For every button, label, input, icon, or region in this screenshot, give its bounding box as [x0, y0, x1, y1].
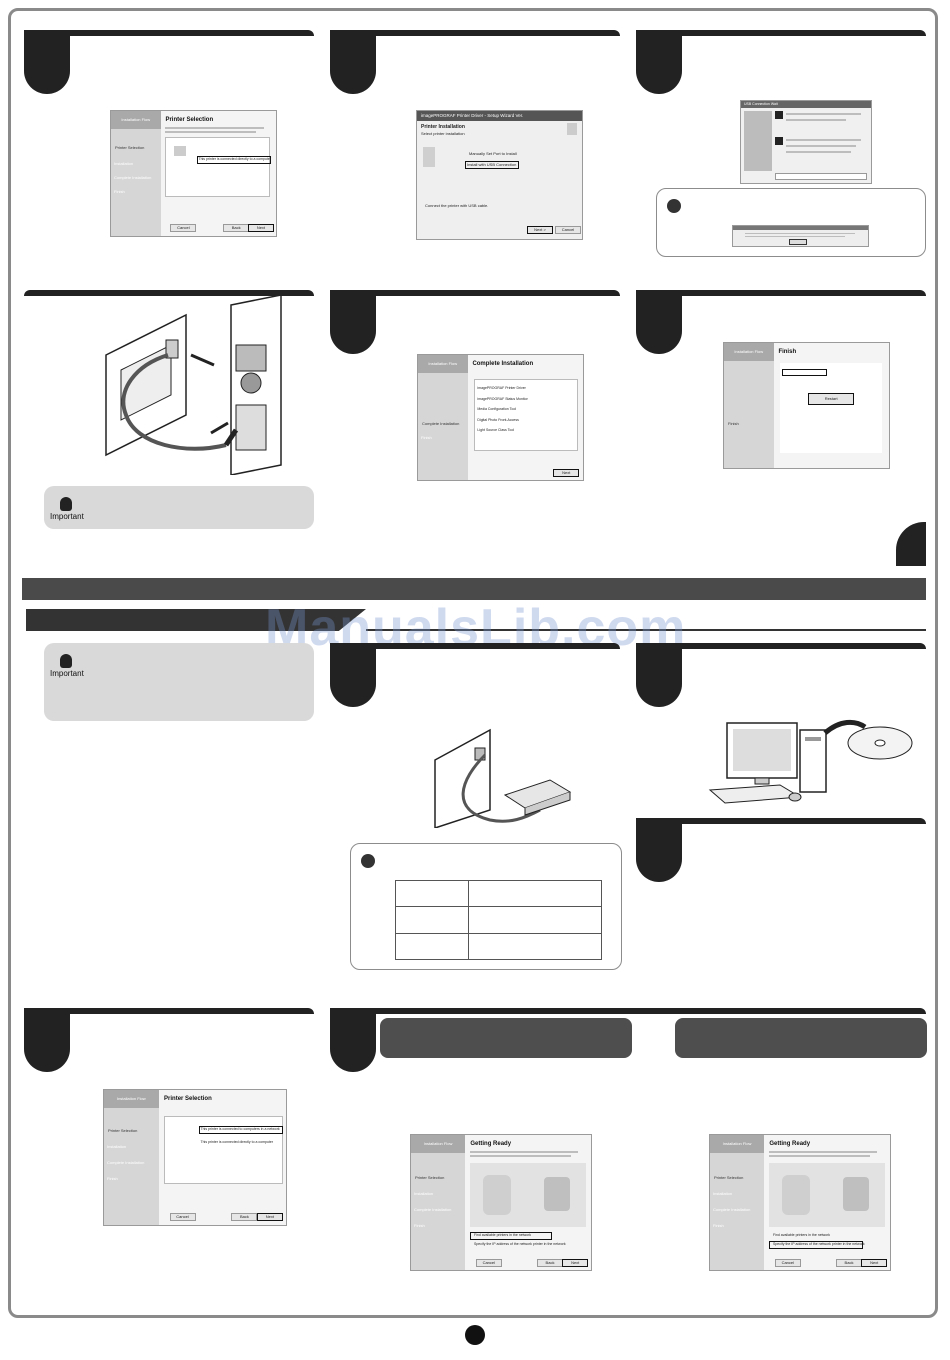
screenshot-getting-ready-specify: Installation Flow Getting Ready Printer …: [709, 1134, 891, 1271]
usb-cable-illustration: [105, 295, 282, 475]
step-tab-1: [24, 30, 314, 100]
page-number-dot: [465, 1325, 485, 1345]
computer-cd-illustration: [708, 719, 913, 804]
screenshot-setup-wizard: imagePROGRAF Printer Driver - Setup Wiza…: [416, 110, 583, 240]
lan-cable-illustration: [434, 728, 572, 828]
option-header-b: [675, 1018, 927, 1058]
screenshot-complete-installation: Installation Flow Complete Installation …: [417, 354, 584, 481]
step-bar-4: [24, 290, 314, 360]
note-pencil-icon: [667, 199, 681, 213]
screenshot-printer-selection-network: Installation Flow Printer Selection Prin…: [103, 1089, 287, 1226]
screenshot-finish: Installation Flow Finish Finish Restart: [723, 342, 890, 469]
important-panel-2: Important: [44, 643, 314, 721]
page-frame: [8, 8, 938, 1318]
step-tab-net-1: [330, 643, 620, 713]
step-tab-net-5: [330, 1008, 926, 1078]
section-underline: [366, 629, 926, 631]
important-icon: [60, 654, 72, 668]
step-tab-5: [330, 290, 620, 360]
step-tab-net-3: [636, 818, 926, 888]
screenshot-usb-wait: USB Connection Wait: [740, 100, 872, 184]
section-header-bar: [22, 578, 926, 600]
screenshot-printer-selection-usb: Installation Flow Printer Selection Prin…: [110, 110, 277, 237]
step-tab-2: [330, 30, 620, 100]
option-header-a: [380, 1018, 632, 1058]
step-tab-3: [636, 30, 926, 100]
step-tab-net-2: [636, 643, 926, 713]
section-subheader: [26, 609, 366, 631]
step-tab-6: [636, 290, 926, 360]
note-pencil-icon: [361, 854, 375, 868]
screenshot-warning: [732, 225, 869, 247]
important-panel-1: Important: [44, 486, 314, 529]
note-panel-usb: [656, 188, 926, 257]
comparison-table: [395, 879, 602, 961]
step-tab-net-4: [24, 1008, 314, 1078]
important-icon: [60, 497, 72, 511]
screenshot-getting-ready-search: Installation Flow Getting Ready Printer …: [410, 1134, 592, 1271]
